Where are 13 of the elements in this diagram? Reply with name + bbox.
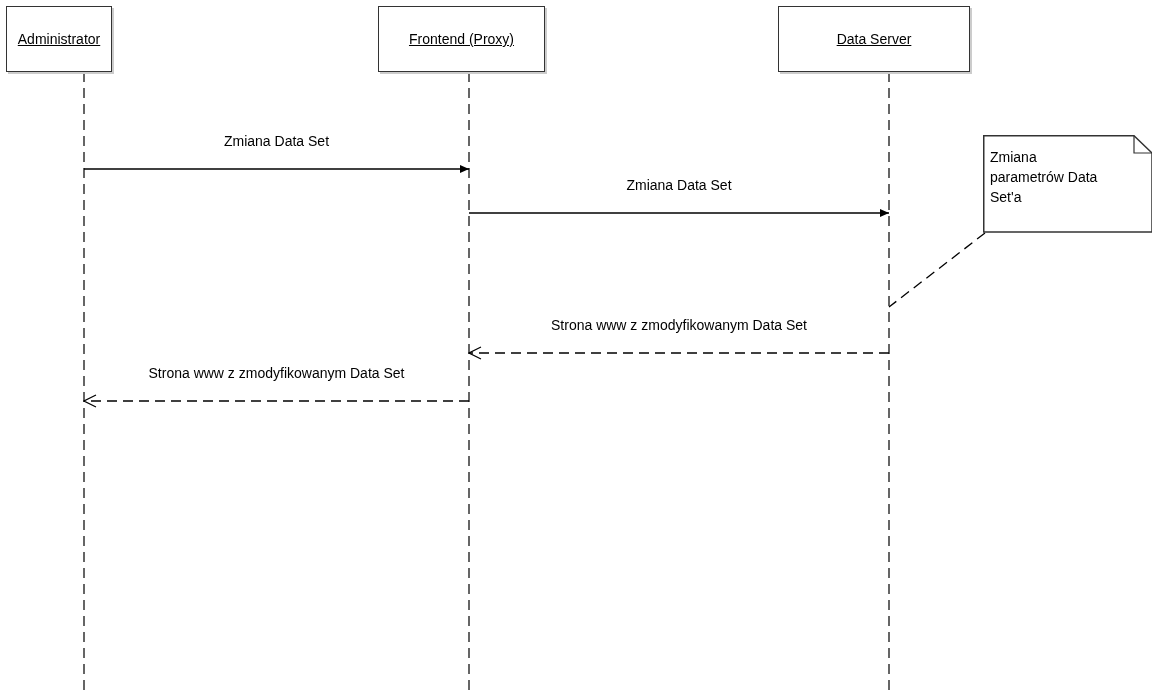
message-arrow [83, 165, 470, 173]
note-text: Zmiana parametrów Data Set'a [990, 148, 1099, 207]
edge-label: Strona www z zmodyfikowanym Data Set [549, 317, 809, 333]
return-message-arrow [468, 346, 890, 360]
edge-label: Zmiana Data Set [221, 133, 332, 149]
participant-box: Frontend (Proxy) [378, 6, 545, 72]
leader-line [888, 232, 986, 308]
edge-label: Strona www z zmodyfikowanym Data Set [146, 365, 407, 381]
return-message-arrow [83, 394, 470, 408]
message-arrow [468, 209, 890, 217]
participant-box: Administrator [6, 6, 112, 72]
edge-label: Zmiana Data Set [624, 177, 734, 193]
participant-box: Data Server [778, 6, 970, 72]
